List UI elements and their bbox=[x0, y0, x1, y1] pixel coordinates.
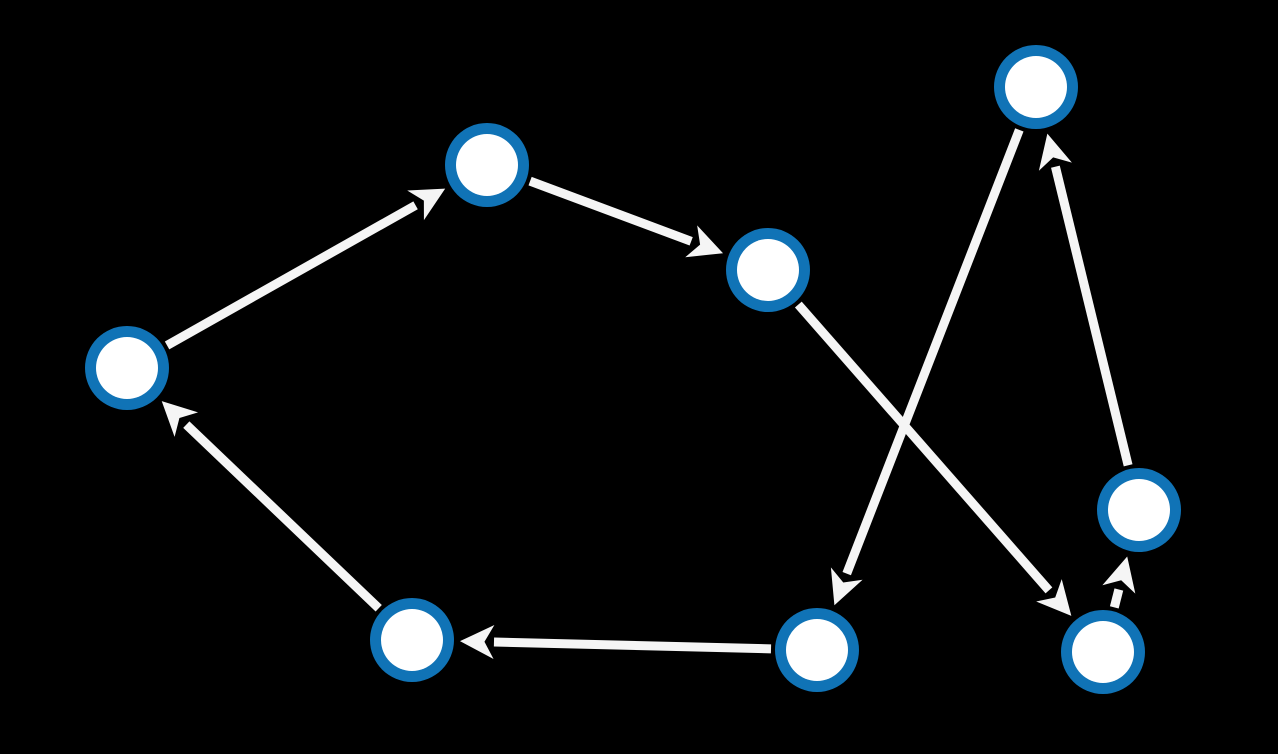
graph-node[interactable] bbox=[85, 326, 169, 410]
graph-edge-arrowhead bbox=[830, 567, 863, 606]
graph-node[interactable] bbox=[370, 598, 454, 682]
graph-node-fill bbox=[96, 337, 158, 399]
graph-edge-arrowhead bbox=[161, 401, 199, 437]
graph-node[interactable] bbox=[445, 123, 529, 207]
graph-edge-arrowhead bbox=[1036, 579, 1072, 616]
graph-edge-line bbox=[528, 176, 693, 246]
graph-node[interactable] bbox=[726, 228, 810, 312]
graph-node-fill bbox=[1072, 621, 1134, 683]
graph-node[interactable] bbox=[775, 608, 859, 692]
graph-node-fill bbox=[1108, 479, 1170, 541]
graph-edge-line bbox=[164, 201, 418, 350]
graph-edge-line bbox=[493, 637, 772, 654]
node-layer bbox=[85, 45, 1181, 694]
graph-edge-arrowhead bbox=[407, 188, 446, 221]
graph-node[interactable] bbox=[994, 45, 1078, 129]
graph-edge-arrowhead bbox=[1038, 133, 1072, 171]
graph-edge-line bbox=[794, 301, 1053, 594]
graph-node-fill bbox=[1005, 56, 1067, 118]
graph-node[interactable] bbox=[1097, 468, 1181, 552]
graph-edge-arrowhead bbox=[685, 225, 724, 258]
graph-node-fill bbox=[381, 609, 443, 671]
graph-edge-line bbox=[1109, 588, 1124, 609]
graph-edge-line bbox=[842, 128, 1024, 576]
edge-layer bbox=[161, 128, 1136, 660]
graph-edge-line bbox=[1051, 165, 1133, 467]
graph-node-fill bbox=[786, 619, 848, 681]
graph-node[interactable] bbox=[1061, 610, 1145, 694]
graph-edge-arrowhead bbox=[1102, 556, 1136, 594]
graph-edge-line bbox=[183, 421, 382, 612]
graph-node-fill bbox=[737, 239, 799, 301]
graph-node-fill bbox=[456, 134, 518, 196]
graph-edge-arrowhead bbox=[459, 625, 495, 660]
